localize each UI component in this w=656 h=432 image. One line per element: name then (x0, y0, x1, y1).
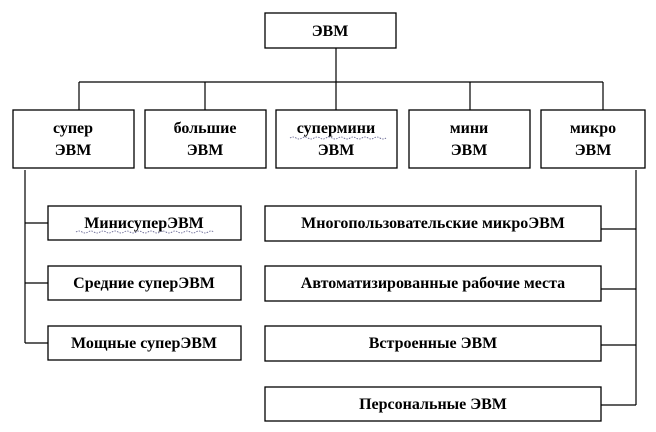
micro-child-3-label: Встроенные ЭВМ (369, 335, 497, 352)
category-mini: мини ЭВМ (408, 109, 531, 169)
super-child-3: Мощные суперЭВМ (47, 325, 242, 361)
super-child-2: Средние суперЭВМ (47, 265, 242, 301)
category-mini-line2: ЭВМ (451, 142, 488, 159)
micro-child-4-label: Персональные ЭВМ (359, 396, 507, 413)
category-bolshie: большие ЭВМ (144, 109, 267, 169)
category-mini-line1: мини (450, 120, 489, 137)
category-bolshie-line1: большие (174, 120, 237, 137)
micro-child-1: Многопользовательские микроЭВМ (264, 205, 602, 242)
root-label: ЭВМ (312, 23, 349, 40)
micro-child-1-label: Многопользовательские микроЭВМ (301, 215, 565, 232)
super-child-3-label: Мощные суперЭВМ (71, 335, 217, 352)
spellcheck-underline (75, 230, 215, 234)
super-child-1: МинисуперЭВМ (47, 205, 242, 241)
category-micro-line1: микро (570, 120, 616, 137)
category-bolshie-line2: ЭВМ (187, 142, 224, 159)
connectors (24, 48, 637, 406)
micro-child-2-label: Автоматизированные рабочие места (301, 275, 565, 292)
category-supermini-line2: ЭВМ (318, 142, 355, 159)
micro-child-4: Персональные ЭВМ (264, 386, 602, 422)
root-node: ЭВМ (264, 12, 397, 49)
spellcheck-underline (289, 136, 387, 140)
category-supermini-line1: супермини (297, 120, 375, 137)
super-child-2-label: Средние суперЭВМ (73, 275, 215, 292)
category-supermini: супермини ЭВМ (275, 109, 398, 169)
category-micro: микро ЭВМ (540, 109, 646, 169)
category-micro-line2: ЭВМ (575, 142, 612, 159)
micro-child-3: Встроенные ЭВМ (264, 325, 602, 362)
category-super-line2: ЭВМ (55, 142, 92, 159)
micro-child-2: Автоматизированные рабочие места (264, 265, 602, 302)
category-super: супер ЭВМ (12, 109, 135, 169)
super-child-1-label: МинисуперЭВМ (84, 215, 204, 232)
category-super-line1: супер (53, 120, 93, 137)
